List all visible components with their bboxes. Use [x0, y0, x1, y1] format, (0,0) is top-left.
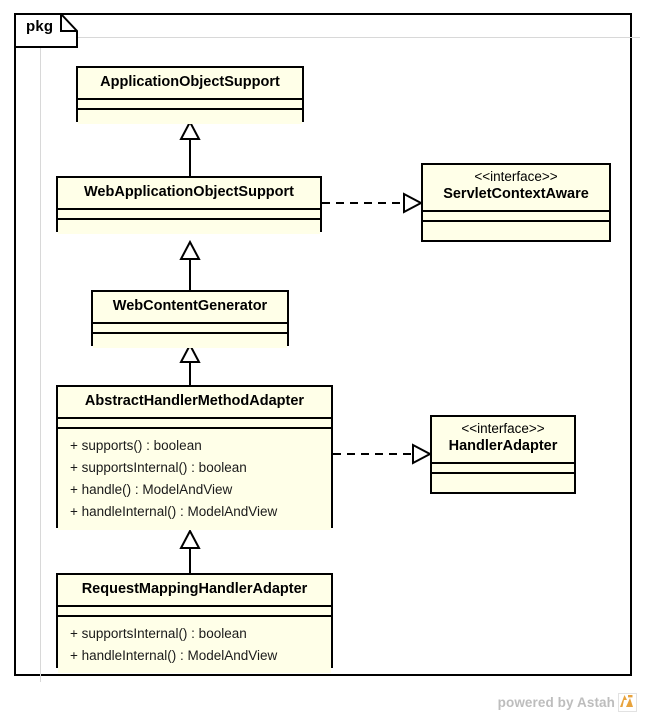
class-box-web-application-object-support[interactable]: WebApplicationObjectSupport — [56, 176, 325, 235]
class-name-web-application-object-support: WebApplicationObjectSupport — [58, 178, 320, 210]
class-name-application-object-support: ApplicationObjectSupport — [78, 68, 302, 100]
class-attributes-handler-adapter — [432, 463, 574, 474]
class-operations-application-object-support — [78, 109, 302, 124]
watermark-text: powered by Astah — [497, 695, 615, 710]
operation-item: + handleInternal() : ModelAndView — [70, 647, 278, 663]
class-name-servlet-context-aware: <<interface>> ServletContextAware — [423, 165, 609, 212]
operation-item: + supportsInternal() : boolean — [70, 625, 247, 641]
package-tab-label: pkg — [26, 18, 54, 35]
class-attributes-web-application-object-support — [58, 209, 320, 220]
interface-name-servlet-context-aware: ServletContextAware — [443, 185, 589, 202]
class-box-web-content-generator[interactable]: WebContentGenerator — [91, 290, 292, 349]
class-attributes-web-content-generator — [93, 323, 287, 334]
operation-item: + handleInternal() : ModelAndView — [70, 504, 278, 520]
class-box-servlet-context-aware[interactable]: <<interface>> ServletContextAware — [421, 163, 614, 245]
class-name-web-content-generator: WebContentGenerator — [93, 292, 287, 324]
class-box-application-object-support[interactable]: ApplicationObjectSupport — [76, 66, 307, 125]
class-attributes-request-mapping-handler-adapter — [58, 606, 331, 617]
class-operations-web-content-generator — [93, 333, 287, 348]
class-box-abstract-handler-method-adapter[interactable]: AbstractHandlerMethodAdapter + supports(… — [56, 385, 336, 531]
operation-item: + supportsInternal() : boolean — [70, 459, 247, 475]
class-attributes-abstract-handler-method-adapter — [58, 418, 331, 429]
class-name-request-mapping-handler-adapter: RequestMappingHandlerAdapter — [58, 575, 331, 607]
class-name-abstract-handler-method-adapter: AbstractHandlerMethodAdapter — [58, 387, 331, 419]
class-operations-servlet-context-aware — [423, 221, 609, 236]
class-operations-handler-adapter — [432, 473, 574, 488]
stereotype-servlet-context-aware: <<interface>> — [474, 169, 558, 184]
class-attributes-servlet-context-aware — [423, 211, 609, 222]
class-operations-request-mapping-handler-adapter: + supportsInternal() : boolean + handleI… — [58, 616, 331, 674]
package-tab — [14, 13, 78, 48]
interface-name-handler-adapter: HandlerAdapter — [448, 437, 558, 454]
class-box-handler-adapter[interactable]: <<interface>> HandlerAdapter — [430, 415, 579, 497]
class-name-handler-adapter: <<interface>> HandlerAdapter — [432, 417, 574, 464]
operation-item: + handle() : ModelAndView — [70, 482, 233, 498]
class-operations-abstract-handler-method-adapter: + supports() : boolean + supportsInterna… — [58, 428, 331, 530]
astah-logo-icon — [618, 693, 637, 712]
class-box-request-mapping-handler-adapter[interactable]: RequestMappingHandlerAdapter + supportsI… — [56, 573, 336, 674]
stereotype-handler-adapter: <<interface>> — [461, 421, 545, 436]
class-attributes-application-object-support — [78, 99, 302, 110]
watermark: powered by Astah — [498, 693, 637, 712]
class-operations-web-application-object-support — [58, 219, 320, 234]
operation-item: + supports() : boolean — [70, 437, 202, 453]
